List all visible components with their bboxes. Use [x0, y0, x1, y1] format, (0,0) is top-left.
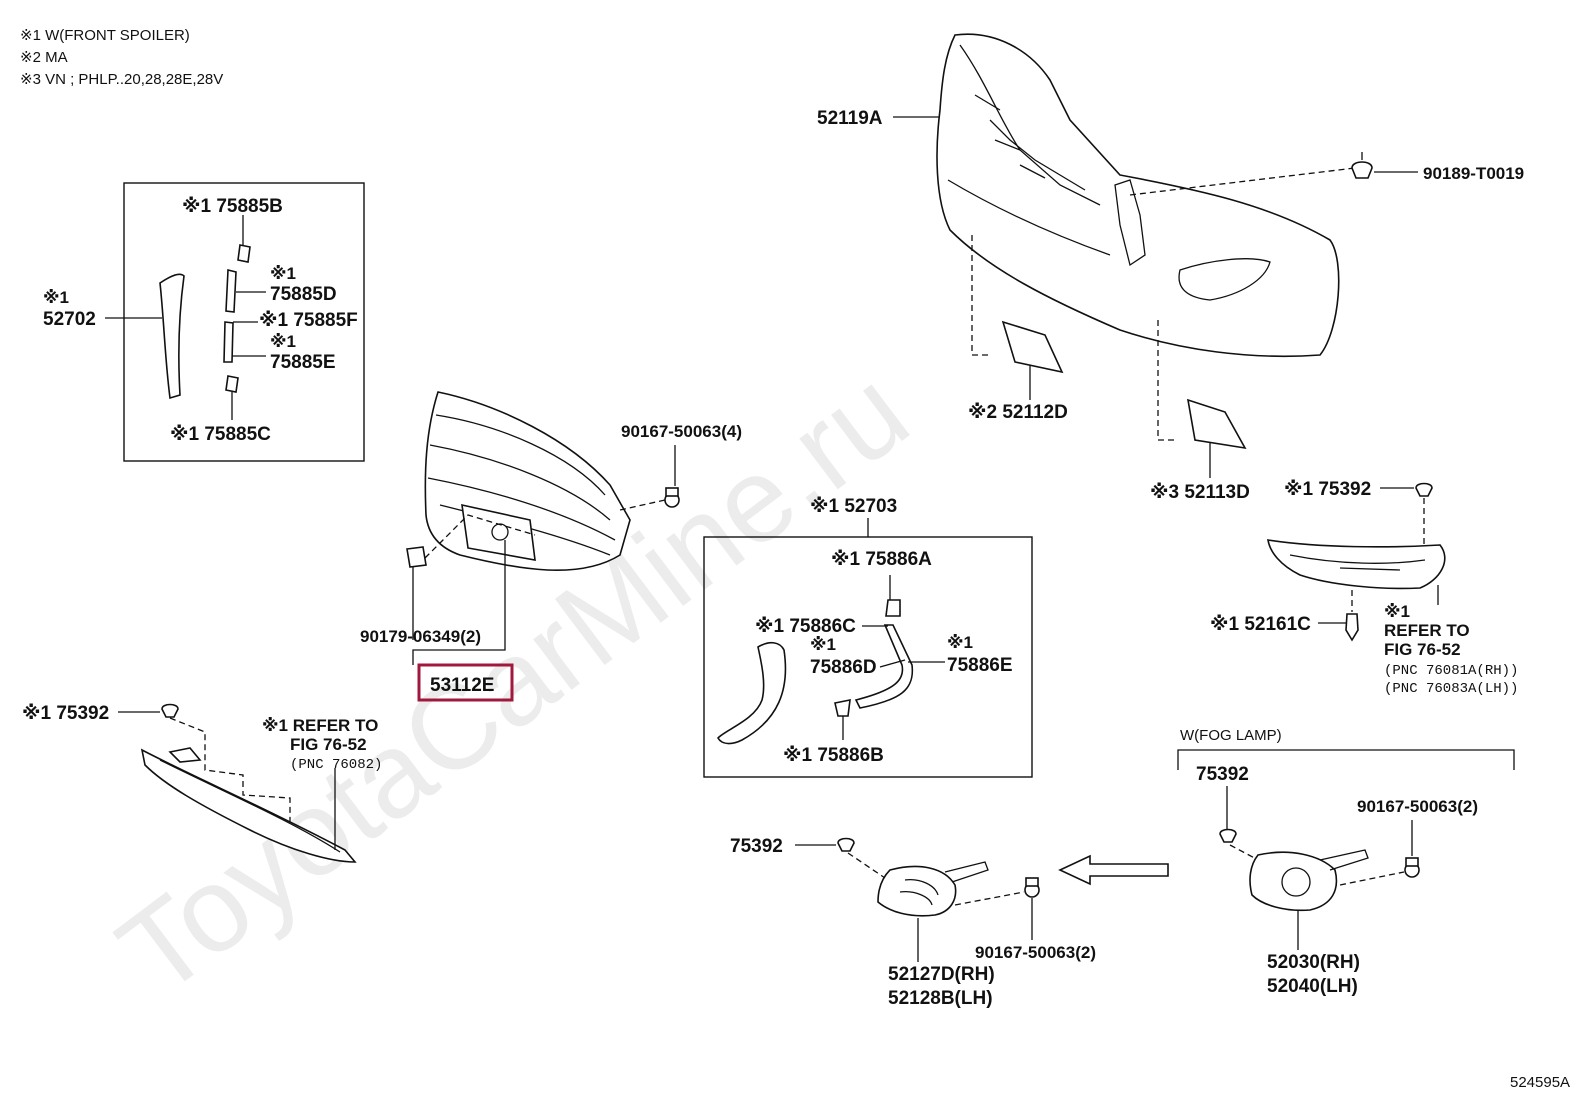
fog-lamp-52030[interactable]	[1249, 849, 1369, 912]
label-ref1-b[interactable]: REFER TO	[1384, 621, 1470, 640]
dash-75392-left	[169, 717, 291, 830]
note-3: ※3 VN ; PHLP..20,28,28E,28V	[20, 71, 223, 88]
label-52161C[interactable]: ※1 52161C	[1210, 614, 1311, 635]
label-90167-50063-2-fog[interactable]: 90167-50063(2)	[1357, 797, 1478, 816]
fog-cover-52127D[interactable]	[877, 861, 989, 917]
plate-52112D[interactable]	[1001, 320, 1064, 374]
label-ref2-a[interactable]: ※1 REFER TO	[262, 716, 378, 735]
note-1: ※1 W(FRONT SPOILER)	[20, 27, 190, 44]
label-75392-cover[interactable]: 75392	[730, 836, 783, 857]
label-ref2-c[interactable]: (PNC 76082)	[290, 757, 382, 773]
note-2: ※2 MA	[20, 49, 68, 66]
label-53112E[interactable]: 53112E	[430, 675, 494, 696]
label-ref1-c[interactable]: FIG 76-52	[1384, 640, 1461, 659]
label-ref1-e[interactable]: (PNC 76083A(LH))	[1384, 681, 1518, 697]
dash-52113D	[1157, 320, 1175, 441]
box-52702	[123, 182, 365, 462]
label-ref1-a[interactable]: ※1	[1384, 602, 1410, 621]
label-75886B[interactable]: ※1 75886B	[783, 745, 884, 766]
label-52113D[interactable]: ※3 52113D	[1150, 482, 1250, 503]
bolt-90167-4[interactable]	[664, 487, 680, 508]
label-52127D[interactable]: 52127D(RH)	[888, 964, 995, 985]
dash-grille-clip	[424, 514, 536, 559]
spoiler-right[interactable]	[1267, 539, 1446, 590]
label-90189-T0019[interactable]: 90189-T0019	[1423, 164, 1524, 183]
label-52702-b[interactable]: 52702	[43, 309, 96, 330]
label-75885F[interactable]: ※1 75885F	[259, 310, 358, 331]
label-90167-50063-2-cover[interactable]: 90167-50063(2)	[975, 943, 1096, 962]
parts-75886[interactable]	[834, 599, 914, 717]
clip-90189[interactable]	[1351, 152, 1373, 179]
label-75886A[interactable]: ※1 75886A	[831, 549, 932, 570]
bolt-90167-cover[interactable]	[1024, 877, 1040, 898]
label-75886E-a[interactable]: ※1	[947, 633, 973, 652]
label-ref1-d[interactable]: (PNC 76081A(RH))	[1384, 663, 1518, 679]
grille-53112E[interactable]	[424, 391, 631, 572]
label-ref2-b[interactable]: FIG 76-52	[290, 735, 367, 754]
clip-90179[interactable]	[406, 546, 427, 568]
label-52112D[interactable]: ※2 52112D	[968, 402, 1068, 423]
molding-52702[interactable]	[159, 273, 185, 400]
label-75392-left[interactable]: ※1 75392	[22, 703, 109, 724]
clip-75392-left[interactable]	[161, 703, 179, 718]
clip-52161C[interactable]	[1345, 613, 1359, 642]
label-fog-lamp[interactable]: W(FOG LAMP)	[1180, 727, 1282, 744]
label-75886D-a[interactable]: ※1	[810, 635, 836, 654]
label-75392-right[interactable]: ※1 75392	[1284, 479, 1371, 500]
leader-75886D	[879, 659, 906, 668]
direction-arrow	[1058, 854, 1169, 886]
clip-75392-right[interactable]	[1415, 482, 1433, 497]
parts-75885[interactable]	[223, 244, 251, 393]
dash-75392-cover	[847, 852, 889, 881]
label-75885C[interactable]: ※1 75885C	[170, 424, 271, 445]
diagram-id: 524595A	[1510, 1074, 1570, 1091]
bracket-fog-lamp	[1177, 749, 1515, 770]
highlight-53112E[interactable]	[417, 663, 514, 702]
bolt-90167-fog[interactable]	[1404, 857, 1420, 878]
dash-52112D	[971, 235, 990, 356]
clip-75392-cover[interactable]	[837, 837, 855, 852]
spoiler-left[interactable]	[140, 747, 357, 863]
dash-90167-cover	[954, 891, 1025, 906]
label-75885D-a[interactable]: ※1	[270, 264, 296, 283]
label-52702-a[interactable]: ※1	[43, 288, 69, 307]
label-75885B[interactable]: ※1 75885B	[182, 196, 283, 217]
label-75886C[interactable]: ※1 75886C	[755, 616, 856, 637]
label-75885E-a[interactable]: ※1	[270, 332, 296, 351]
dash-90167-fog	[1339, 871, 1405, 886]
label-90179-06349[interactable]: 90179-06349(2)	[360, 627, 481, 646]
label-75886D-b[interactable]: 75886D	[810, 657, 877, 678]
clip-75392-fog[interactable]	[1219, 828, 1237, 843]
label-75392-fog[interactable]: 75392	[1196, 764, 1249, 785]
dash-grille-bolt	[619, 499, 666, 511]
label-52119A[interactable]: 52119A	[817, 108, 883, 129]
label-52703[interactable]: ※1 52703	[810, 496, 897, 517]
label-52128B[interactable]: 52128B(LH)	[888, 988, 993, 1009]
label-90167-50063-4[interactable]: 90167-50063(4)	[621, 422, 742, 441]
plate-52113D[interactable]	[1186, 398, 1247, 450]
label-52030[interactable]: 52030(RH)	[1267, 952, 1360, 973]
molding-52703[interactable]	[717, 641, 787, 745]
dash-90189	[1129, 167, 1356, 196]
bumper-cover[interactable]	[936, 33, 1340, 358]
label-75885E-b[interactable]: 75885E	[270, 352, 336, 373]
leader-53112E	[412, 540, 506, 665]
label-52040[interactable]: 52040(LH)	[1267, 976, 1358, 997]
label-75885D-b[interactable]: 75885D	[270, 284, 337, 305]
label-75886E-b[interactable]: 75886E	[947, 655, 1013, 676]
